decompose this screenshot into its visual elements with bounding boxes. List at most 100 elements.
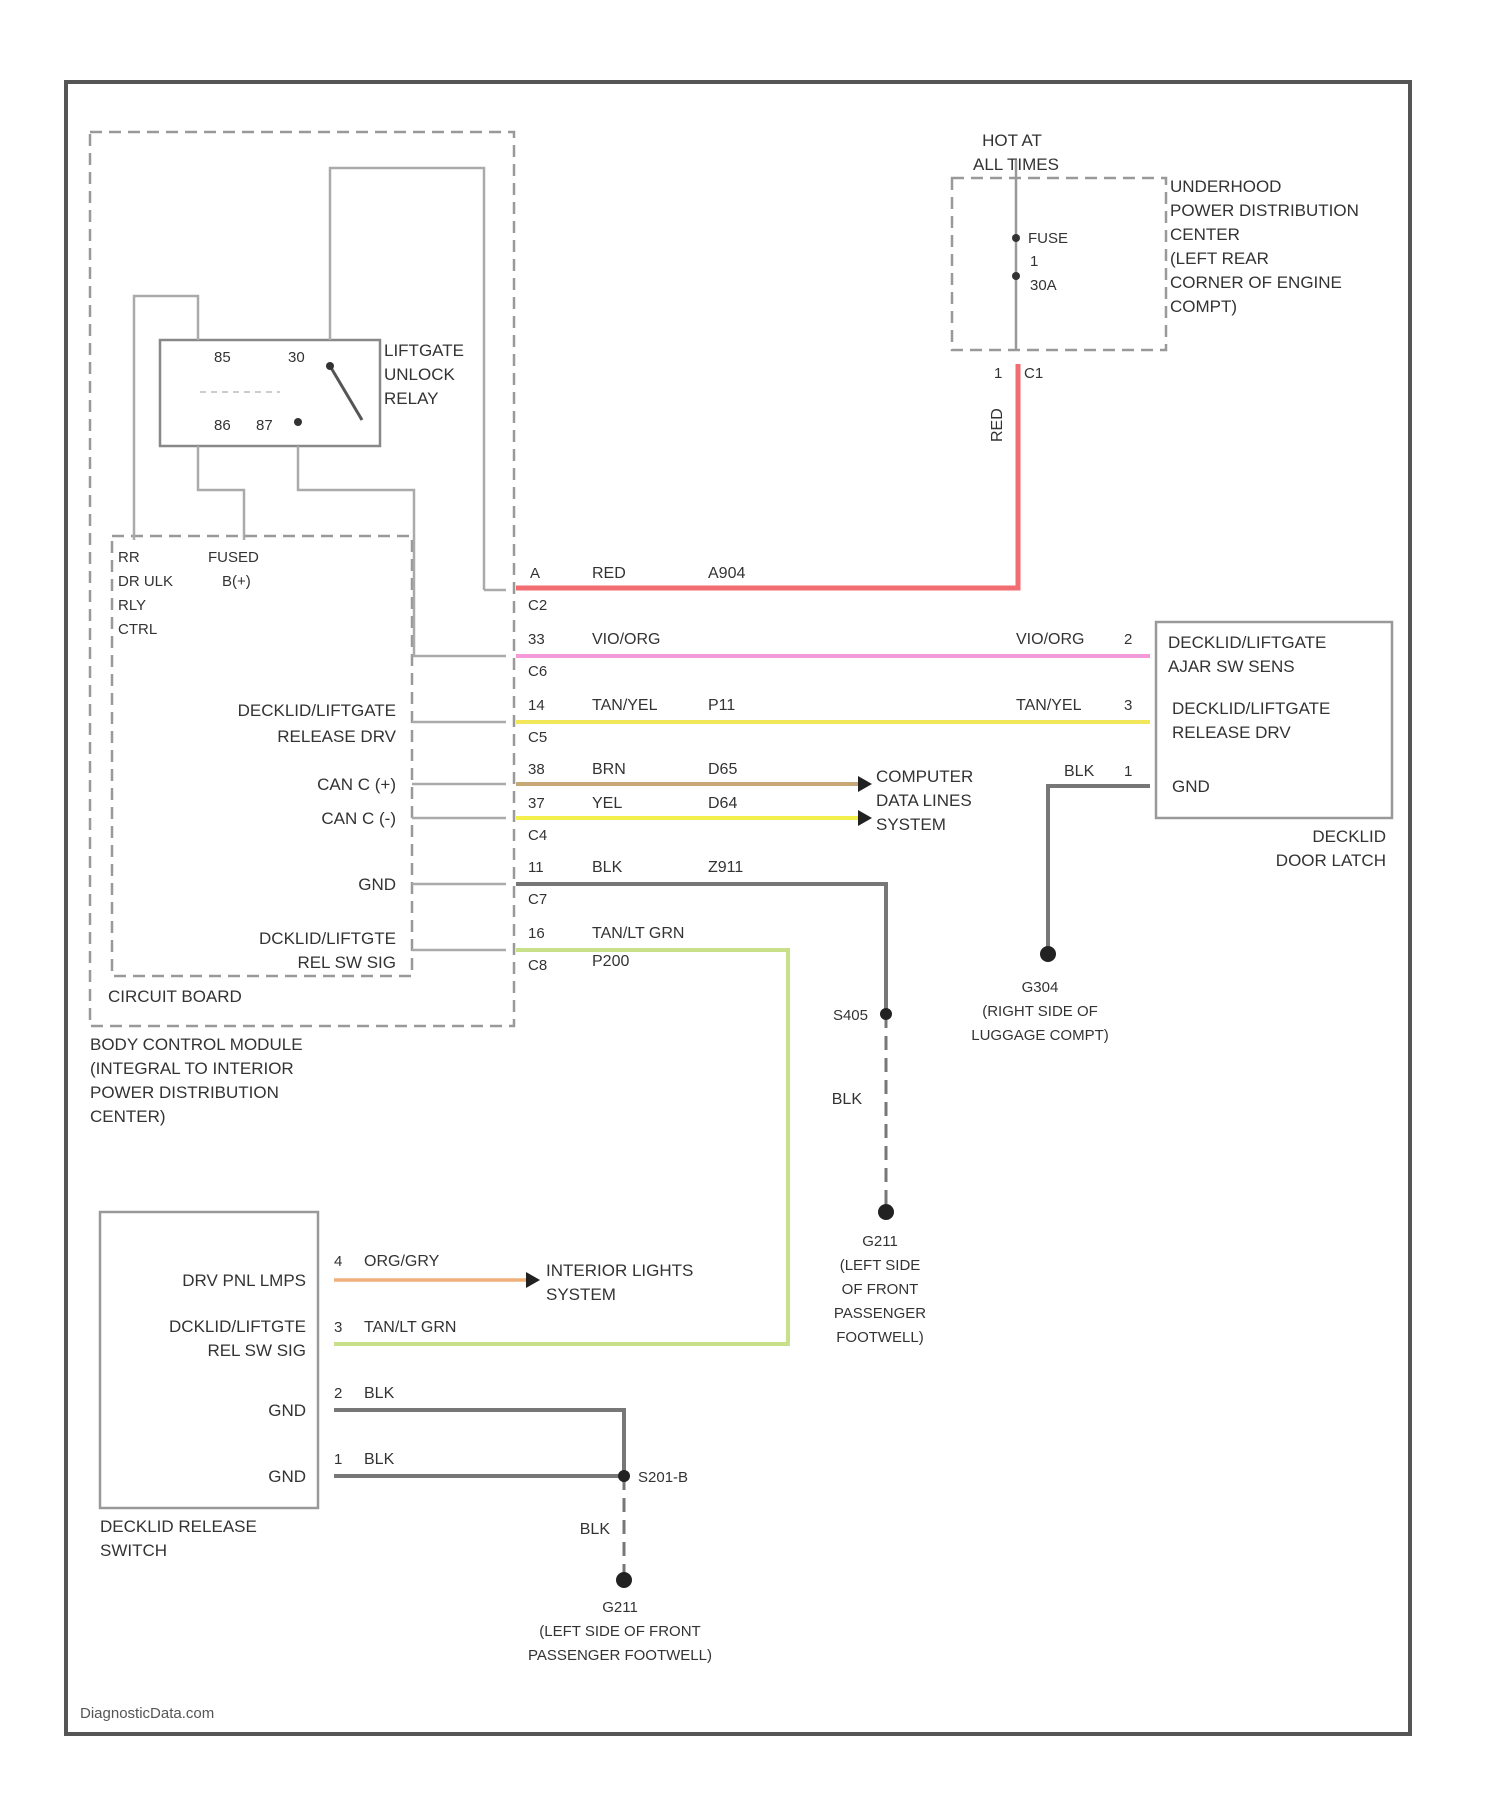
fuse-rating: 30A xyxy=(1030,277,1057,294)
bcm-can-c-plus: CAN C (+) xyxy=(317,775,396,794)
red-circuit: A904 xyxy=(708,565,745,582)
red-color: RED xyxy=(592,565,626,582)
circuit-board-box xyxy=(112,536,412,976)
bcm-can-c-minus: CAN C (-) xyxy=(321,809,396,828)
g211-lower-dot xyxy=(616,1572,632,1588)
sw-rel-sig-2: REL SW SIG xyxy=(207,1341,306,1360)
sw-label-2: SWITCH xyxy=(100,1541,167,1560)
blk-bcm-circuit: Z911 xyxy=(708,859,743,876)
relay-label-2: UNLOCK xyxy=(384,365,456,384)
bcm-rel-sw-sig-2: REL SW SIG xyxy=(297,953,396,972)
latch-label-1: DECKLID xyxy=(1312,827,1386,846)
fuse-terminal-bottom xyxy=(1012,272,1020,280)
interior-lights-1: INTERIOR LIGHTS xyxy=(546,1261,693,1280)
viol-connector: C6 xyxy=(528,663,547,680)
computer-data-lines-1: COMPUTER xyxy=(876,767,973,786)
sw-tan-grn-color: TAN/LT GRN xyxy=(364,1319,456,1336)
tan-end-pin: 3 xyxy=(1124,697,1132,714)
latch-gnd: GND xyxy=(1172,777,1210,796)
latch-blk-pin: 1 xyxy=(1124,763,1132,780)
relay-switch-arm xyxy=(330,366,362,420)
sw-blk2-pin: 1 xyxy=(334,1451,342,1468)
bcm-gnd: GND xyxy=(358,875,396,894)
brn-pin: 38 xyxy=(528,761,545,778)
g304-3: LUGGAGE COMPT) xyxy=(971,1027,1109,1044)
bcm-release-drv-1: DECKLID/LIFTGATE xyxy=(238,701,396,720)
bcm-label-4: CENTER) xyxy=(90,1107,166,1126)
fuse-terminal-top xyxy=(1012,234,1020,242)
sw-rel-sig-1: DCKLID/LIFTGTE xyxy=(169,1317,306,1336)
wire-red xyxy=(516,364,1018,588)
release-switch-box xyxy=(100,1212,318,1508)
brn-circuit: D65 xyxy=(708,761,737,778)
org-pin: 4 xyxy=(334,1253,342,1270)
updc-label-3: CENTER xyxy=(1170,225,1240,244)
brn-color: BRN xyxy=(592,761,626,778)
relay-pin-85: 85 xyxy=(214,349,231,366)
yel-color: YEL xyxy=(592,795,622,812)
updc-label-6: COMPT) xyxy=(1170,297,1237,316)
sw-gnd-1: GND xyxy=(268,1401,306,1420)
bcm-rr-label-2: DR ULK xyxy=(118,573,173,590)
viol-pin: 33 xyxy=(528,631,545,648)
bcm-release-drv-2: RELEASE DRV xyxy=(277,727,396,746)
bcm-label-1: BODY CONTROL MODULE xyxy=(90,1035,303,1054)
blk-bcm-connector: C7 xyxy=(528,891,547,908)
updc-box xyxy=(952,178,1166,350)
circuit-board-label: CIRCUIT BOARD xyxy=(108,987,242,1006)
footer-watermark: DiagnosticData.com xyxy=(80,1705,214,1722)
g211-upper-1: G211 xyxy=(862,1233,898,1250)
viol-color: VIO/ORG xyxy=(592,631,660,648)
g211-upper-2: (LEFT SIDE xyxy=(840,1257,921,1274)
latch-ajar-1: DECKLID/LIFTGATE xyxy=(1168,633,1326,652)
tan-circuit: P11 xyxy=(708,697,735,714)
updc-label-2: POWER DISTRIBUTION xyxy=(1170,201,1359,220)
latch-release-1: DECKLID/LIFTGATE xyxy=(1172,699,1330,718)
relay-pin-87: 87 xyxy=(256,417,273,434)
s201-color: BLK xyxy=(580,1521,611,1538)
yel-circuit: D64 xyxy=(708,795,737,812)
diagram-frame xyxy=(66,82,1410,1734)
bcm-fused-label-1: FUSED xyxy=(208,549,259,566)
sw-gnd-2: GND xyxy=(268,1467,306,1486)
tan-pin: 14 xyxy=(528,697,545,714)
g211-upper-4: PASSENGER xyxy=(834,1305,926,1322)
s405-splice-dot xyxy=(880,1008,892,1020)
relay-label-3: RELAY xyxy=(384,389,439,408)
relay-pin-86: 86 xyxy=(214,417,231,434)
tan-connector: C5 xyxy=(528,729,547,746)
updc-label-1: UNDERHOOD xyxy=(1170,177,1281,196)
tan-grn-pin: 16 xyxy=(528,925,545,942)
computer-data-lines-2: DATA LINES xyxy=(876,791,972,810)
s405-color: BLK xyxy=(832,1091,863,1108)
s201-splice-dot xyxy=(618,1470,630,1482)
yel-connector: C4 xyxy=(528,827,547,844)
bcm-rr-label-3: RLY xyxy=(118,597,146,614)
updc-pin: 1 xyxy=(994,365,1002,382)
sw-tan-grn-pin: 3 xyxy=(334,1319,342,1336)
g211-lower-2: (LEFT SIDE OF FRONT xyxy=(539,1623,700,1640)
hot-at-all-times-1: HOT AT xyxy=(982,131,1042,150)
org-color: ORG/GRY xyxy=(364,1253,440,1270)
g304-1: G304 xyxy=(1022,979,1059,996)
bcm-rr-label-4: CTRL xyxy=(118,621,157,638)
red-connector: C2 xyxy=(528,597,547,614)
arrow-brn xyxy=(858,776,872,792)
tan-color: TAN/YEL xyxy=(592,697,658,714)
tan-grn-color: TAN/LT GRN xyxy=(592,925,684,942)
tan-grn-connector: C8 xyxy=(528,957,547,974)
blk-bcm-pin: 11 xyxy=(528,859,544,876)
relay-contact-87 xyxy=(294,418,302,426)
updc-label-5: CORNER OF ENGINE xyxy=(1170,273,1342,292)
sw-pnl-lamps: DRV PNL LMPS xyxy=(182,1271,306,1290)
sw-blk2-color: BLK xyxy=(364,1451,395,1468)
relay-contact xyxy=(326,362,334,370)
g211-lower-1: G211 xyxy=(602,1599,638,1616)
blk-bcm-color: BLK xyxy=(592,859,623,876)
latch-release-2: RELEASE DRV xyxy=(1172,723,1291,742)
sw-blk1-color: BLK xyxy=(364,1385,395,1402)
bcm-label-2: (INTEGRAL TO INTERIOR xyxy=(90,1059,294,1078)
arrow-org xyxy=(526,1272,540,1288)
relay-wiring xyxy=(134,168,506,950)
